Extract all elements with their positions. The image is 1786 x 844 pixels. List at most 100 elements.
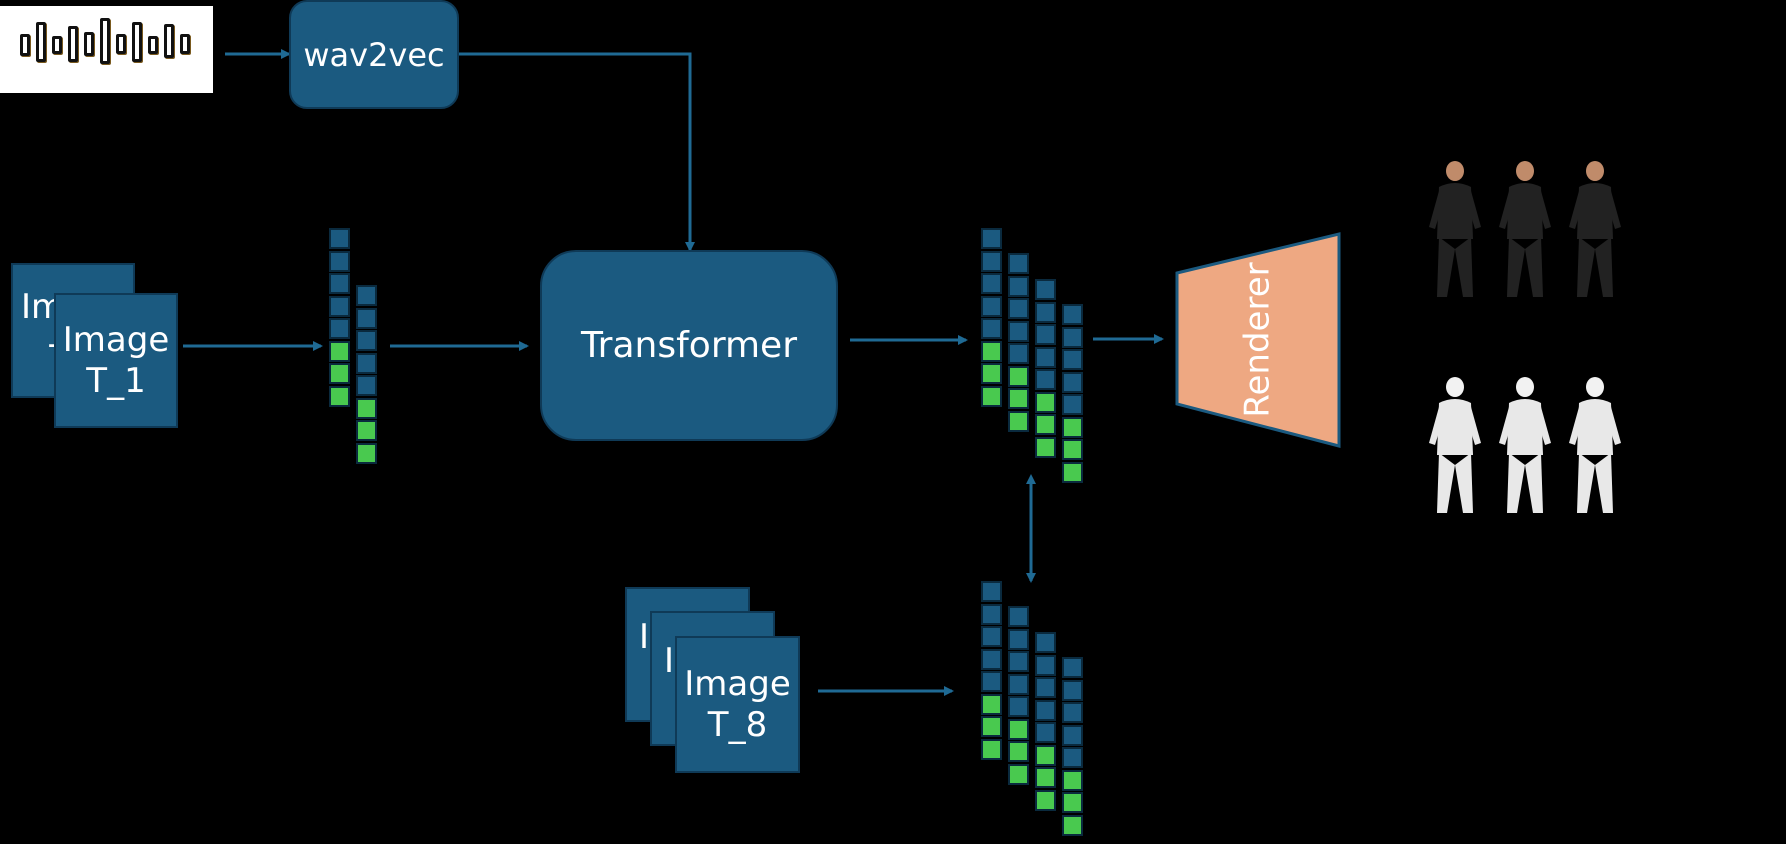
wav2vec-label: wav2vec	[303, 35, 445, 74]
transformer-label: Transformer	[580, 325, 798, 366]
audio-token	[1035, 369, 1056, 390]
audio-token	[356, 352, 377, 374]
audio-token	[981, 671, 1002, 692]
audio-token	[981, 295, 1002, 317]
audio-token	[1008, 696, 1029, 717]
audio-token	[329, 228, 350, 249]
audio-token	[1062, 371, 1083, 393]
mesh-figure	[1499, 377, 1551, 513]
audio-token	[356, 285, 377, 306]
image-token	[981, 385, 1002, 407]
image-token	[356, 397, 377, 419]
waveform-bar	[84, 32, 94, 56]
waveform-bar	[132, 22, 142, 62]
rendered-people-group	[1425, 157, 1635, 307]
image-t8-label-line1: Image	[684, 663, 791, 704]
image-token	[1008, 388, 1029, 409]
audio-token	[356, 375, 377, 396]
image-back-2-label: I	[664, 641, 675, 681]
audio-token	[329, 250, 350, 272]
image-token	[1008, 741, 1029, 762]
image-token	[1008, 763, 1029, 785]
audio-token	[981, 603, 1002, 625]
image-token	[1035, 789, 1056, 811]
image-token	[1008, 718, 1029, 740]
image-token	[1062, 814, 1083, 836]
image-t1-label-line1: Image	[62, 319, 170, 360]
image-token	[1008, 365, 1029, 387]
image-frame-t1: Image T_1	[54, 293, 178, 428]
audio-token	[1008, 320, 1029, 342]
audio-token	[1062, 702, 1083, 723]
audio-token	[1008, 673, 1029, 695]
image-frame-t8: Image T_8	[675, 636, 800, 773]
rendered-person	[1429, 161, 1481, 297]
audio-token	[1008, 343, 1029, 364]
image-t1-label-line2: T_1	[86, 360, 146, 401]
audio-token	[981, 318, 1002, 339]
image-token	[981, 363, 1002, 384]
image-token	[329, 363, 350, 384]
audio-token	[981, 250, 1002, 272]
rendered-person	[1569, 161, 1621, 297]
image-token	[356, 442, 377, 464]
waveform-bar	[68, 26, 78, 62]
image-back-1-label: I	[639, 617, 650, 657]
audio-token	[329, 318, 350, 339]
audio-token	[1062, 326, 1083, 348]
audio-token	[356, 330, 377, 351]
image-token	[981, 693, 1002, 715]
mesh-figure	[1429, 377, 1481, 513]
audio-token	[1035, 722, 1056, 743]
audio-token	[1008, 651, 1029, 672]
image-t8-label-line2: T_8	[707, 704, 768, 745]
audio-token	[1035, 632, 1056, 653]
audio-token	[1062, 657, 1083, 678]
image-token	[1062, 461, 1083, 483]
audio-token	[1062, 679, 1083, 701]
audio-token	[981, 626, 1002, 647]
wav2vec-module: wav2vec	[289, 0, 459, 109]
image-token	[1035, 436, 1056, 458]
image-token	[356, 420, 377, 441]
audio-token	[356, 307, 377, 329]
audio-token	[1008, 298, 1029, 319]
waveform-bar	[148, 36, 158, 54]
image-token	[981, 716, 1002, 737]
image-token	[1062, 792, 1083, 813]
audio-token	[1035, 301, 1056, 323]
audio-token	[1008, 606, 1029, 627]
image-token	[1062, 416, 1083, 438]
audio-token	[1035, 677, 1056, 698]
audio-token	[1062, 724, 1083, 746]
waveform-bar	[116, 34, 126, 54]
audio-token	[1035, 346, 1056, 368]
transformer-module: Transformer	[540, 250, 838, 441]
audio-token	[1035, 279, 1056, 300]
arrow-wav2vec-to-transformer	[459, 52, 695, 252]
mesh-figures-group	[1425, 373, 1635, 528]
audio-token	[329, 273, 350, 294]
audio-token	[1035, 654, 1056, 676]
rendered-person	[1499, 161, 1551, 297]
audio-token	[1035, 699, 1056, 721]
audio-token	[1008, 253, 1029, 274]
waveform-bar	[52, 36, 62, 54]
audio-token	[329, 295, 350, 317]
audio-token	[1062, 349, 1083, 370]
image-token	[1008, 410, 1029, 432]
image-token	[981, 340, 1002, 362]
image-token	[329, 385, 350, 407]
image-token	[1035, 414, 1056, 435]
audio-token	[1008, 628, 1029, 650]
waveform-bar	[100, 18, 110, 64]
image-token	[1062, 439, 1083, 460]
audio-token	[981, 648, 1002, 670]
audio-token	[1008, 275, 1029, 297]
waveform-bar	[36, 22, 46, 62]
image-token	[1035, 391, 1056, 413]
image-token	[981, 738, 1002, 760]
mesh-figure	[1569, 377, 1621, 513]
